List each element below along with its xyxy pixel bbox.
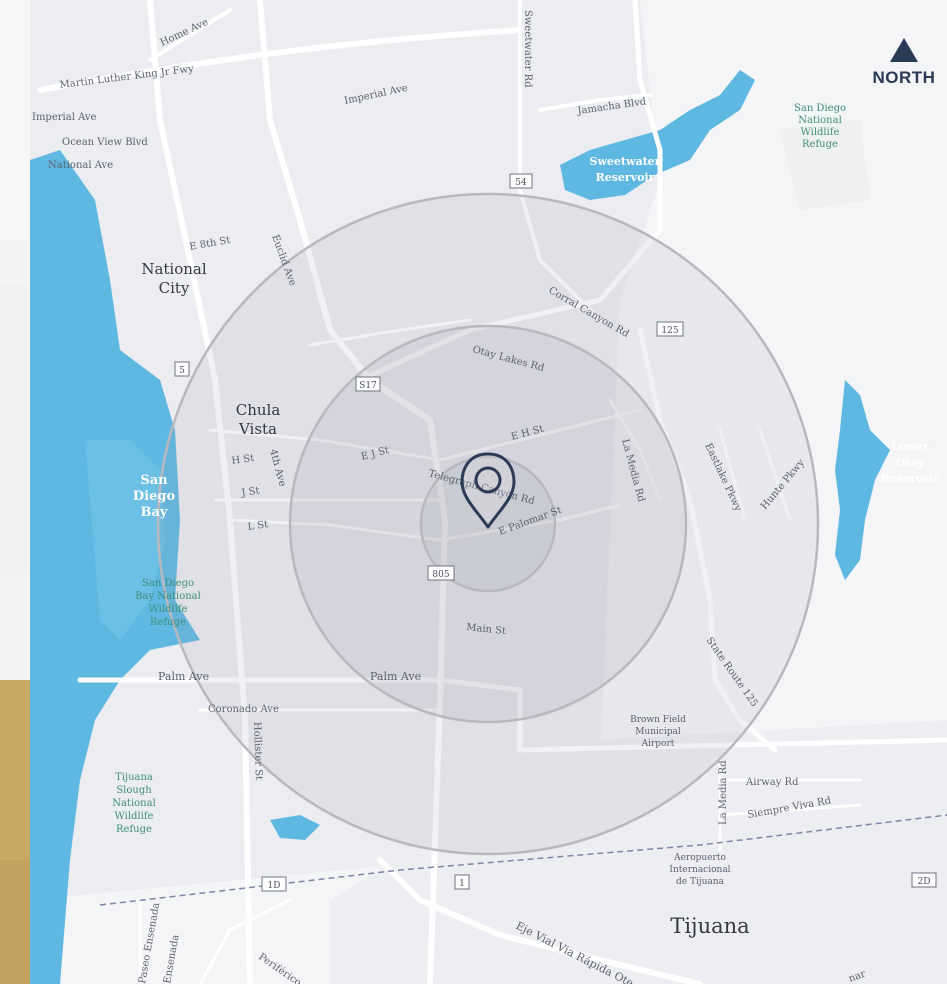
label-slough-4: Wildlife xyxy=(115,811,154,822)
label-brownfield-1: Brown Field xyxy=(630,715,686,725)
label-chula-vista-2: Vista xyxy=(238,420,277,438)
label-bay-refuge-4: Refuge xyxy=(150,617,186,628)
label-sweetwater-1: Sweetwater xyxy=(590,155,661,168)
label-aeropuerto-3: de Tijuana xyxy=(676,877,725,887)
label-aeropuerto-2: Internacional xyxy=(669,865,730,875)
label-national-city-1: National xyxy=(141,260,207,278)
urban-area xyxy=(30,0,760,900)
label-sweetwater-2: Reservoir xyxy=(596,171,655,184)
north-arrow-icon xyxy=(890,38,918,62)
label-sd-bay-3: Bay xyxy=(141,505,168,520)
road-label-coronado: Coronado Ave xyxy=(208,704,279,715)
svg-text:2D: 2D xyxy=(918,877,931,887)
road-label-national-ave: National Ave xyxy=(48,160,113,171)
svg-text:S17: S17 xyxy=(359,381,377,391)
road-label-hst: H St xyxy=(231,453,255,467)
shield-54: 54 xyxy=(509,173,533,189)
road-label-main: Main St xyxy=(466,622,507,637)
road-label-la-media-s: La Media Rd xyxy=(718,760,729,825)
panel-gold-card xyxy=(0,860,30,984)
map-canvas[interactable]: National City Chula Vista Tijuana Sweetw… xyxy=(30,0,947,984)
road-label-imperial-w: Imperial Ave xyxy=(32,112,97,123)
label-lower-otay-1: Lower xyxy=(891,440,929,453)
label-lower-otay-3: Reservoir xyxy=(881,472,940,485)
label-sd-refuge-1: San Diego xyxy=(794,103,846,114)
river-water xyxy=(270,815,320,840)
shield-1d: 1D xyxy=(261,876,287,892)
road-label-nar: nar xyxy=(847,969,867,984)
road-label-jst: J St xyxy=(240,486,260,500)
label-national-city-2: City xyxy=(159,279,190,297)
park-area xyxy=(780,120,870,210)
location-pin-icon[interactable] xyxy=(460,452,516,529)
label-bay-refuge-3: Wildlife xyxy=(149,604,188,615)
road-label-airway: Airway Rd xyxy=(745,777,799,788)
label-brownfield-2: Municipal xyxy=(635,727,681,737)
svg-text:5: 5 xyxy=(179,366,185,376)
label-slough-1: Tijuana xyxy=(115,772,153,783)
label-slough-3: National xyxy=(112,798,156,809)
shield-2d: 2D xyxy=(911,872,937,888)
shield-125: 125 xyxy=(656,321,684,337)
bay-water xyxy=(85,440,165,640)
north-label: NORTH xyxy=(872,68,936,87)
road-label-hollister: Hollister St xyxy=(251,722,264,781)
urban-area xyxy=(330,720,947,984)
shield-5: 5 xyxy=(174,361,190,377)
radius-ring-outer xyxy=(156,192,820,856)
label-sd-refuge-4: Refuge xyxy=(802,139,838,150)
label-sd-refuge-2: National xyxy=(798,115,842,126)
label-sd-bay-2: Diego xyxy=(133,489,176,504)
svg-text:125: 125 xyxy=(661,326,678,336)
road-label-sweetwater-rd: Sweetwater Rd xyxy=(522,10,533,88)
road-label-palm: Palm Ave xyxy=(370,670,421,683)
road-label-lst: L St xyxy=(247,519,269,533)
label-slough-5: Refuge xyxy=(116,824,152,835)
shield-s17: S17 xyxy=(355,376,381,392)
panel-card xyxy=(0,285,30,575)
lower-otay-reservoir-water xyxy=(835,380,890,580)
radius-ring-middle xyxy=(288,324,688,724)
international-border xyxy=(99,814,947,906)
north-indicator: NORTH xyxy=(869,38,939,88)
label-sd-bay-1: San xyxy=(140,473,168,488)
label-chula-vista-1: Chula xyxy=(236,401,281,419)
svg-text:805: 805 xyxy=(432,570,449,580)
label-lower-otay-2: Otay xyxy=(896,456,925,469)
shield-1: 1 xyxy=(454,874,470,890)
side-panel-edge xyxy=(0,0,30,984)
panel-card xyxy=(0,0,30,240)
label-tijuana: Tijuana xyxy=(670,914,749,938)
label-aeropuerto-1: Aeropuerto xyxy=(673,853,726,863)
svg-text:1: 1 xyxy=(459,879,465,889)
road-label-palm-w: Palm Ave xyxy=(158,670,209,683)
label-bay-refuge-2: Bay National xyxy=(135,591,201,602)
road-label-ocean-view: Ocean View Blvd xyxy=(62,137,148,148)
label-sd-refuge-3: Wildlife xyxy=(801,127,840,138)
shield-805: 805 xyxy=(427,565,455,581)
label-bay-refuge-1: San Diego xyxy=(142,578,194,589)
radius-ring-inner xyxy=(419,455,557,593)
svg-text:1D: 1D xyxy=(268,881,281,891)
label-slough-2: Slough xyxy=(116,785,152,796)
label-brownfield-3: Airport xyxy=(641,739,675,749)
panel-gold-card xyxy=(0,680,30,860)
svg-text:54: 54 xyxy=(515,178,527,188)
